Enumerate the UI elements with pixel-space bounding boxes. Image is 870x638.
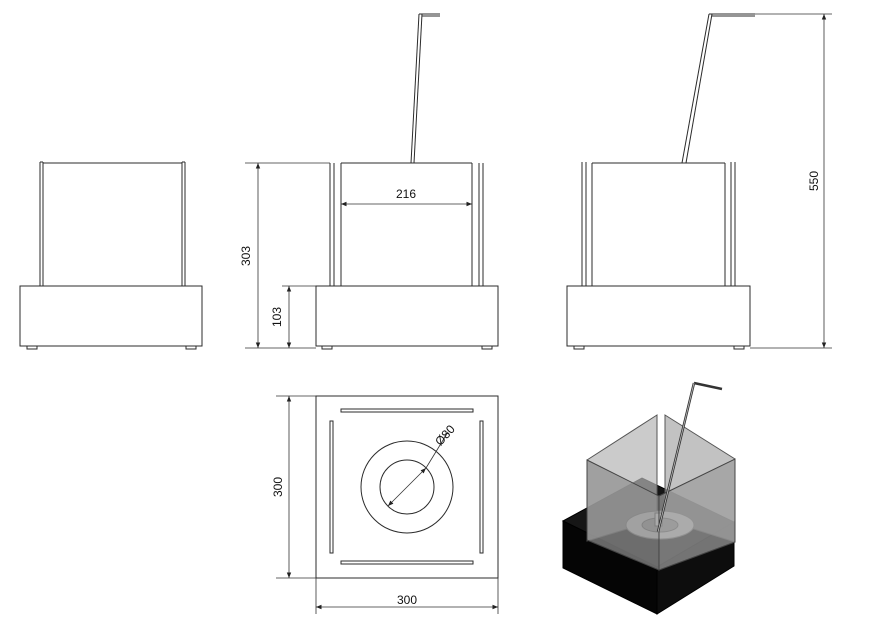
dim-burner-diameter: Ø80: [432, 422, 458, 448]
front-view: [19, 161, 203, 350]
dim-width: 300: [397, 593, 417, 607]
dim-overall-height: 550: [807, 171, 821, 191]
dim-base-height: 103: [270, 307, 284, 327]
top-view: Ø80 300 300: [271, 395, 499, 614]
dim-total-height: 303: [239, 246, 253, 266]
right-view: 550: [566, 13, 832, 350]
dim-depth: 300: [271, 477, 285, 497]
side-view: 303 103 216: [239, 13, 499, 350]
render-3d: [561, 381, 736, 615]
dim-glass-width: 216: [396, 187, 416, 201]
